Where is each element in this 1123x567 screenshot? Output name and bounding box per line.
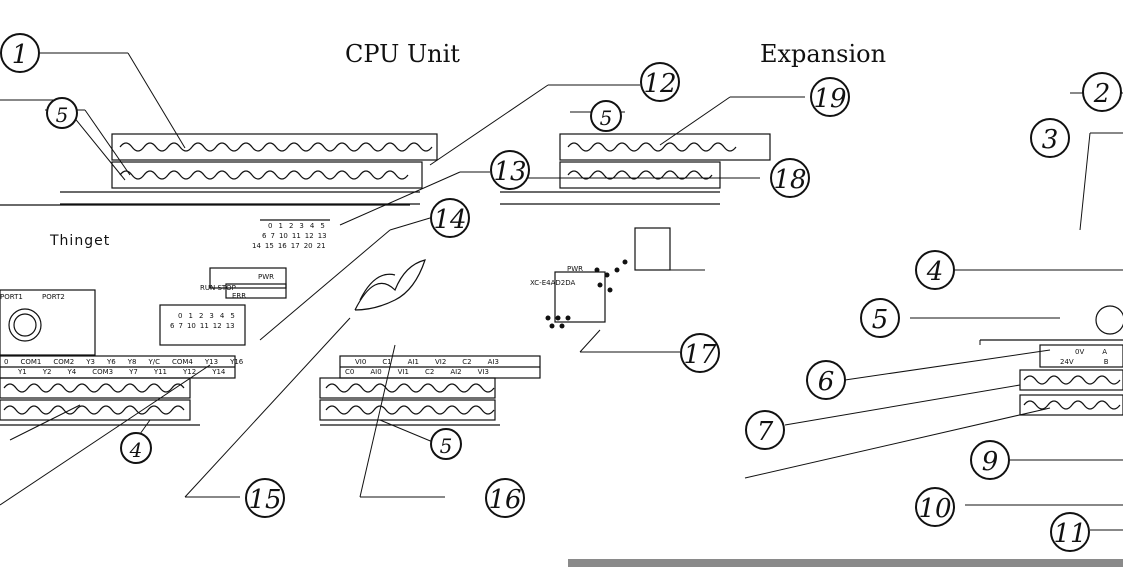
callout-12: 12 — [640, 62, 680, 102]
callout-9: 9 — [970, 440, 1010, 480]
brand-logo-text: Thinget — [50, 233, 111, 249]
terminal-screws — [3, 142, 1121, 415]
err-led-label: ERR — [232, 292, 247, 300]
callout-19: 19 — [810, 77, 850, 117]
callout-5-exp-top: 5 — [590, 100, 622, 132]
callout-15: 15 — [245, 478, 285, 518]
callout-2: 2 — [1082, 72, 1122, 112]
callout-5-cpu-top: 5 — [46, 97, 78, 129]
pwr-led-label: PWR — [258, 273, 275, 281]
callout-4: 4 — [915, 250, 955, 290]
exp-pwr-led-label: PWR — [567, 265, 584, 273]
callout-10: 10 — [915, 487, 955, 527]
port1-label: PORT1 — [0, 293, 23, 301]
cpu-top-terminal-strip-1 — [111, 133, 438, 161]
port2-label: PORT2 — [42, 293, 65, 301]
callout-14: 14 — [430, 198, 470, 238]
bottom-scroll-bar — [568, 559, 1123, 567]
callout-11: 11 — [1050, 512, 1090, 552]
callout-13: 13 — [490, 150, 530, 190]
callout-3: 3 — [1030, 118, 1070, 158]
callout-17: 17 — [680, 333, 720, 373]
callout-1: 1 — [0, 33, 40, 73]
callout-16: 16 — [485, 478, 525, 518]
callout-4-cpu-bottom: 4 — [120, 432, 152, 464]
callout-5-exp-bottom: 5 — [430, 428, 462, 460]
expansion-model-label: XC-E4AD2DA — [530, 279, 576, 287]
cpu-top-terminal-strip-2 — [111, 161, 423, 189]
expansion-title: Expansion — [760, 40, 887, 68]
callout-6: 6 — [806, 360, 846, 400]
callout-18: 18 — [770, 158, 810, 198]
cpu-mode-label: RUN STOP — [200, 284, 236, 292]
callout-5: 5 — [860, 298, 900, 338]
callout-7: 7 — [745, 410, 785, 450]
cpu-unit-title: CPU Unit — [345, 40, 460, 68]
